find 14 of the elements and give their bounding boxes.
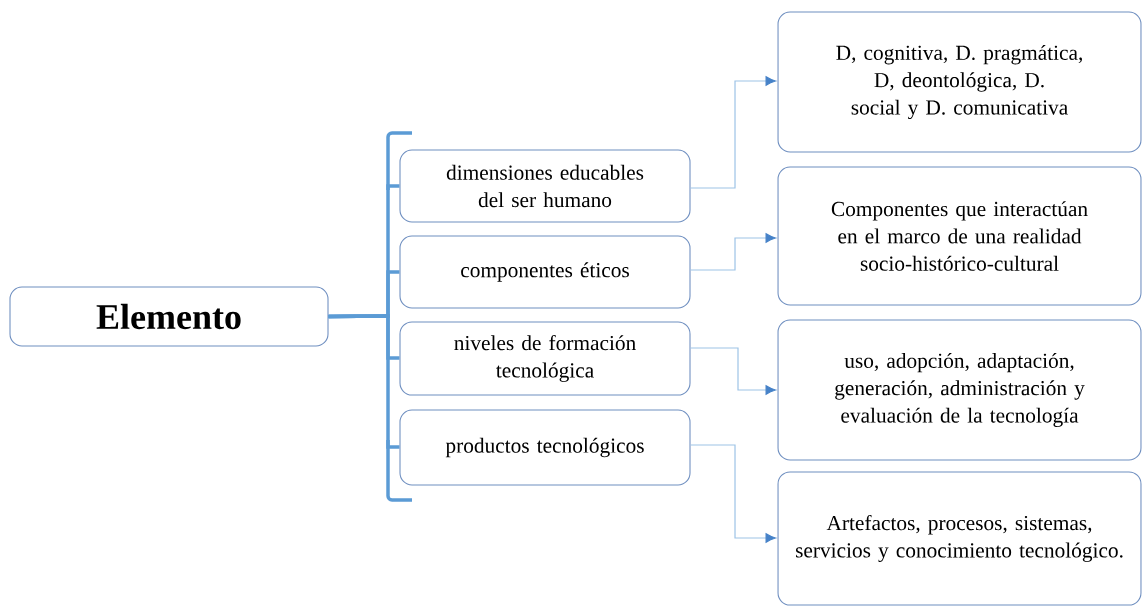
description-box: Componentes que interactúan en el marco de una realidad socio-histórico-cultural [777, 166, 1142, 306]
item-box: productos tecnológicos [399, 409, 691, 486]
item-box: componentes éticos [399, 235, 691, 309]
connector [689, 444, 776, 543]
connector [689, 347, 776, 395]
item-box: dimensiones educables del ser humano [399, 149, 691, 223]
connector [689, 233, 776, 271]
description-box: D, cognitiva, D. pragmática, D, deontológica, D. social y D. comunicativa [777, 11, 1142, 153]
description-box: uso, adopción, adaptación, generación, administración y evaluación de la tecnología [777, 319, 1142, 461]
item-box: niveles de formación tecnológica [399, 321, 691, 396]
description-box: Artefactos, procesos, sistemas, servicios y conocimiento tecnológico. [777, 471, 1142, 606]
connector [328, 314, 400, 449]
topic-box: Elemento [9, 286, 329, 347]
connector [689, 76, 776, 189]
